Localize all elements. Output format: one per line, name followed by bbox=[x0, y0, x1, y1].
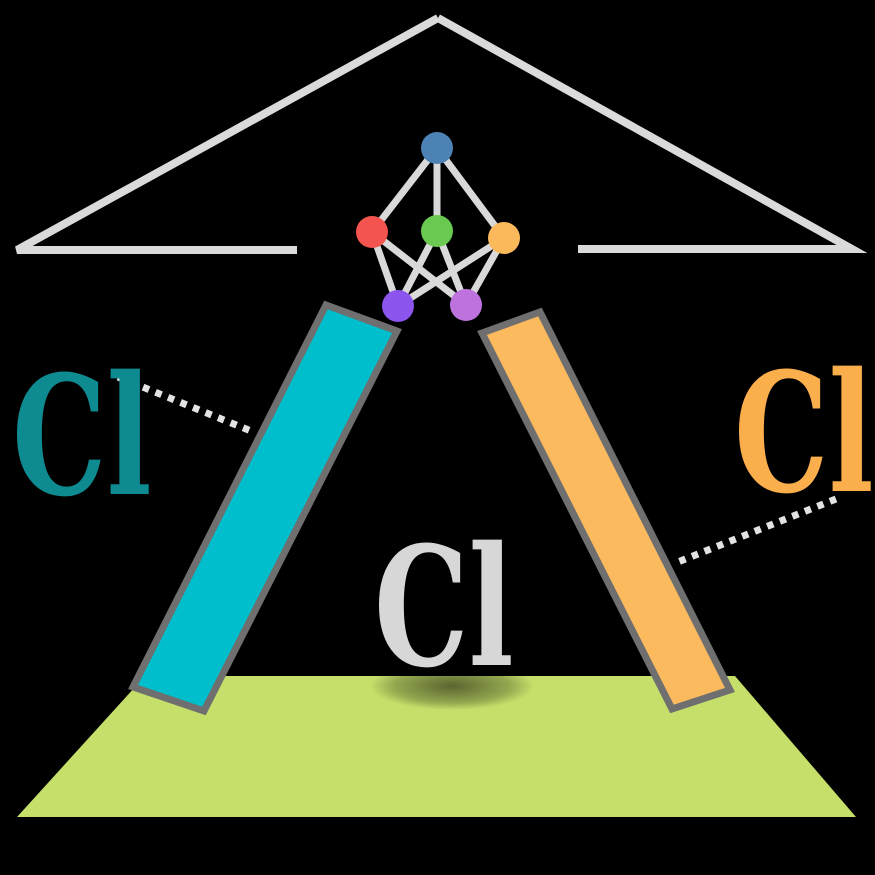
roof-outline-left-segment bbox=[15, 14, 440, 254]
left-pillar bbox=[128, 300, 402, 716]
network-edge bbox=[433, 144, 508, 242]
network-node-hidden-right bbox=[488, 222, 520, 254]
network-nodes bbox=[356, 132, 520, 322]
network-edge bbox=[394, 234, 508, 310]
network-node-hidden-center bbox=[421, 215, 453, 247]
roof-outline bbox=[15, 14, 868, 254]
dotted-connector-right bbox=[671, 495, 838, 568]
network-edge bbox=[368, 144, 441, 236]
network-node-output-right bbox=[450, 289, 482, 321]
network-node-input-top bbox=[421, 132, 453, 164]
label-shadow bbox=[370, 662, 534, 710]
network-node-output-left bbox=[382, 290, 414, 322]
network-node-hidden-left bbox=[356, 216, 388, 248]
right-pillar bbox=[477, 307, 735, 714]
dotted-connectors bbox=[116, 373, 838, 568]
label-right-cl: Cl bbox=[734, 336, 874, 530]
ground-trapezoid bbox=[17, 676, 856, 817]
dotted-connector-left bbox=[116, 373, 253, 435]
roof-outline-right-segment bbox=[436, 14, 868, 253]
label-left-cl: Cl bbox=[12, 339, 152, 533]
label-center-cl: Cl bbox=[374, 510, 514, 704]
